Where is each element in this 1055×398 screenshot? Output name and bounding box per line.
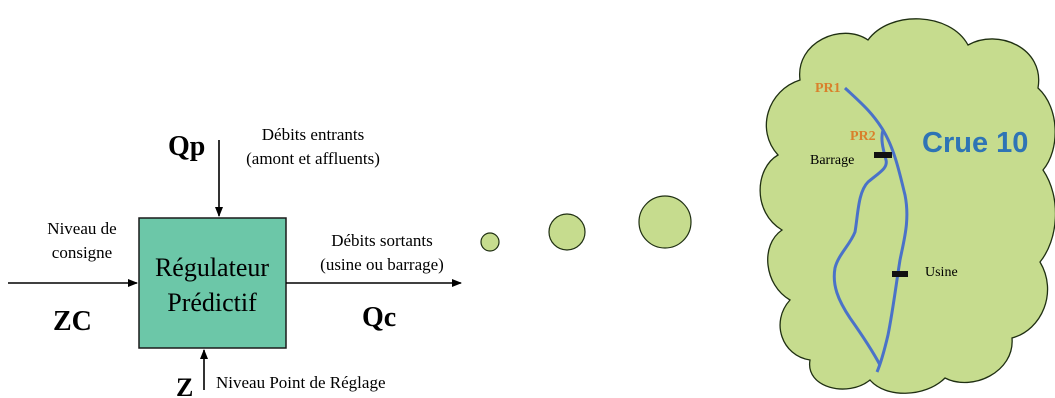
z-symbol: Z: [176, 373, 193, 398]
barrage-marker: [874, 152, 892, 158]
zc-desc-line1: Niveau de: [47, 219, 116, 238]
river-path: [843, 86, 909, 373]
thought-bubble-large: [638, 195, 692, 249]
model-title: Crue 10: [922, 127, 1028, 159]
regulator-label-line1: Régulateur: [155, 253, 269, 282]
thought-bubble-small: [480, 232, 500, 252]
pr2-label: PR2: [850, 129, 876, 144]
usine-label: Usine: [925, 265, 958, 280]
qc-desc-line2: (usine ou barrage): [320, 255, 444, 274]
river-branch-path: [832, 129, 888, 366]
thought-bubble-medium: [548, 213, 586, 251]
regulator-label-line2: Prédictif: [167, 288, 257, 317]
qp-desc-line2: (amont et affluents): [246, 149, 380, 168]
barrage-label: Barrage: [810, 153, 854, 168]
zc-desc-line2: consigne: [52, 243, 112, 262]
z-desc: Niveau Point de Réglage: [216, 373, 386, 392]
qc-symbol: Qc: [362, 302, 396, 333]
zc-symbol: ZC: [53, 306, 92, 337]
usine-marker: [892, 271, 908, 277]
pr1-label: PR1: [815, 81, 841, 96]
qp-desc-line1: Débits entrants: [262, 125, 364, 144]
qc-desc-line1: Débits sortants: [331, 231, 433, 250]
qp-symbol: Qp: [168, 131, 205, 162]
regulator-box: [138, 217, 287, 349]
